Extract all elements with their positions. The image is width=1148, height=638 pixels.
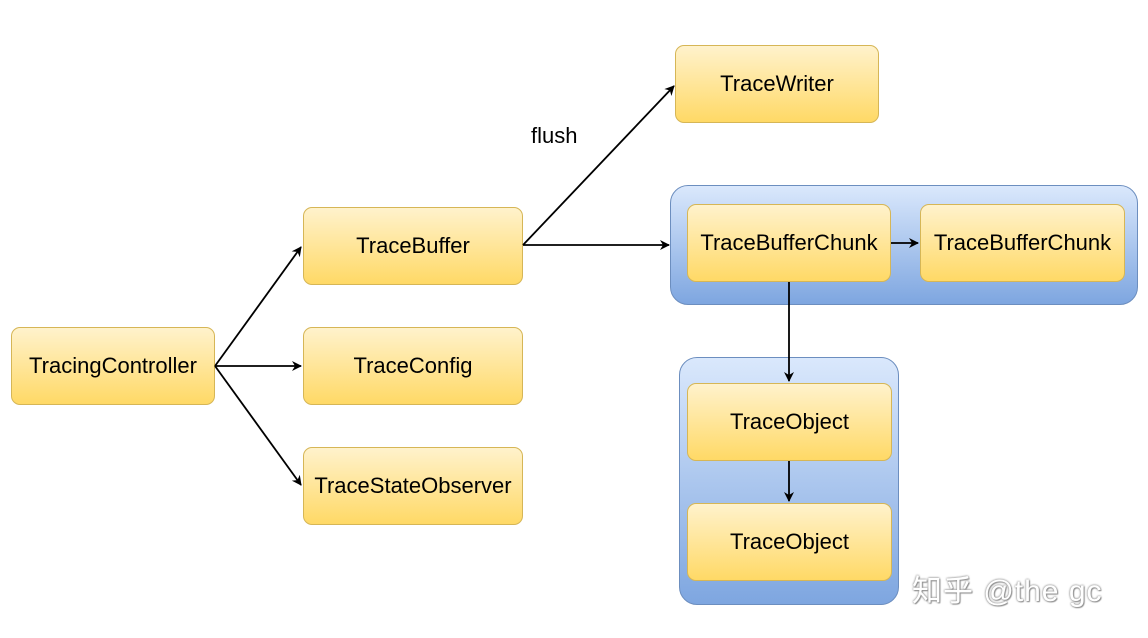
flush-edge-label: flush [531,123,578,148]
trace-object-node[interactable]: TraceObject [687,503,892,581]
tracing-controller-label: TracingController [29,353,197,378]
trace-config-node[interactable]: TraceConfig [303,327,523,405]
trace-state-observer-node[interactable]: TraceStateObserver [303,447,523,525]
trace-buffer-chunk-node[interactable]: TraceBufferChunk [920,204,1125,282]
trace-buffer-node[interactable]: TraceBuffer [303,207,523,285]
trace-buffer-chunk-label: TraceBufferChunk [933,230,1112,255]
tracing-controller-node[interactable]: TracingController [11,327,215,405]
trace-object-node[interactable]: TraceObject [687,383,892,461]
trace-writer-node[interactable]: TraceWriter [675,45,879,123]
trace-buffer-label: TraceBuffer [356,233,470,258]
trace-object-label: TraceObject [729,529,849,554]
trace-writer-label: TraceWriter [720,71,834,96]
watermark-text: 知乎 @the gc [912,575,1103,608]
trace-object-label: TraceObject [729,409,849,434]
trace-state-observer-label: TraceStateObserver [314,473,512,498]
trace-buffer-chunk-node[interactable]: TraceBufferChunk [687,204,891,282]
trace-buffer-chunk-label: TraceBufferChunk [700,230,878,255]
trace-config-label: TraceConfig [353,353,473,378]
